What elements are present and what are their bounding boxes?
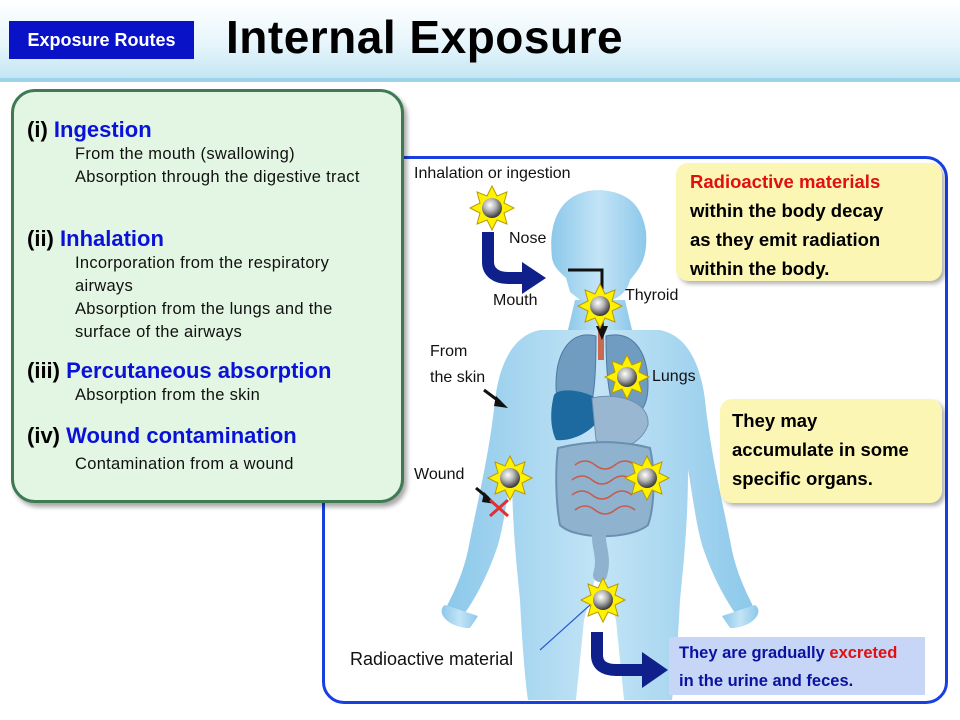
route-desc-line: From the mouth (swallowing) [75,145,295,163]
excrete-highlight: excreted [829,644,898,662]
header-divider [0,78,960,82]
label-nose: Nose [509,230,547,247]
route-wound: (iv) Wound contamination Contamination f… [27,423,375,476]
label-from-the-skin-1: From [430,343,468,360]
route-inhalation: (ii) Inhalation Incorporation from the r… [27,226,375,344]
label-inhalation-or-ingestion: Inhalation or ingestion [414,165,571,182]
route-name: Wound contamination [66,423,297,448]
callout-excrete: They are gradually excreted in the urine… [669,637,925,695]
route-name: Inhalation [60,226,164,251]
callout-decay-line: as they emit radiation [690,229,881,250]
route-ingestion: (i) Ingestion From the mouth (swallowing… [27,117,375,189]
callout-decay-line: within the body decay [690,200,884,221]
callout-accumulate-line: They may [732,410,818,431]
callout-decay-line: within the body. [690,258,830,279]
route-desc-line: Absorption from the lungs and the surfac… [75,300,333,341]
section-badge: Exposure Routes [9,21,194,59]
callout-accumulate-line: accumulate in some [732,439,909,460]
organs [551,310,655,582]
excrete-text-line2: in the urine and feces. [679,672,854,690]
route-desc-line: Absorption through the digestive tract [75,168,360,186]
page-title: Internal Exposure [226,11,624,63]
label-wound: Wound [414,466,465,483]
label-from-the-skin-2: the skin [430,369,486,386]
label-radioactive-material: Radioactive material [350,649,514,669]
route-number: (iii) [27,358,60,383]
callout-decay-highlight: Radioactive materials [690,171,881,192]
route-name: Percutaneous absorption [66,358,332,383]
route-name: Ingestion [53,117,152,142]
excrete-text: They are gradually [679,644,830,662]
wound-x-icon [489,498,509,518]
callout-accumulate: They may accumulate in some specific org… [720,399,942,503]
route-desc-line: Absorption from the skin [75,386,261,404]
particle-inhalation-icon [469,185,515,231]
route-number: (iv) [27,423,60,448]
route-number: (i) [27,117,48,142]
route-desc-line: Contamination from a wound [75,455,294,473]
callout-decay: Radioactive materials within the body de… [676,163,942,281]
route-desc-line: Incorporation from the respiratory airwa… [75,254,330,295]
label-mouth: Mouth [493,292,538,309]
route-number: (ii) [27,226,54,251]
route-percutaneous: (iii) Percutaneous absorption Absorption… [27,358,375,407]
label-lungs: Lungs [652,368,696,385]
label-thyroid: Thyroid [625,287,679,304]
exposure-routes-box: (i) Ingestion From the mouth (swallowing… [11,89,404,503]
callout-accumulate-line: specific organs. [732,468,873,489]
